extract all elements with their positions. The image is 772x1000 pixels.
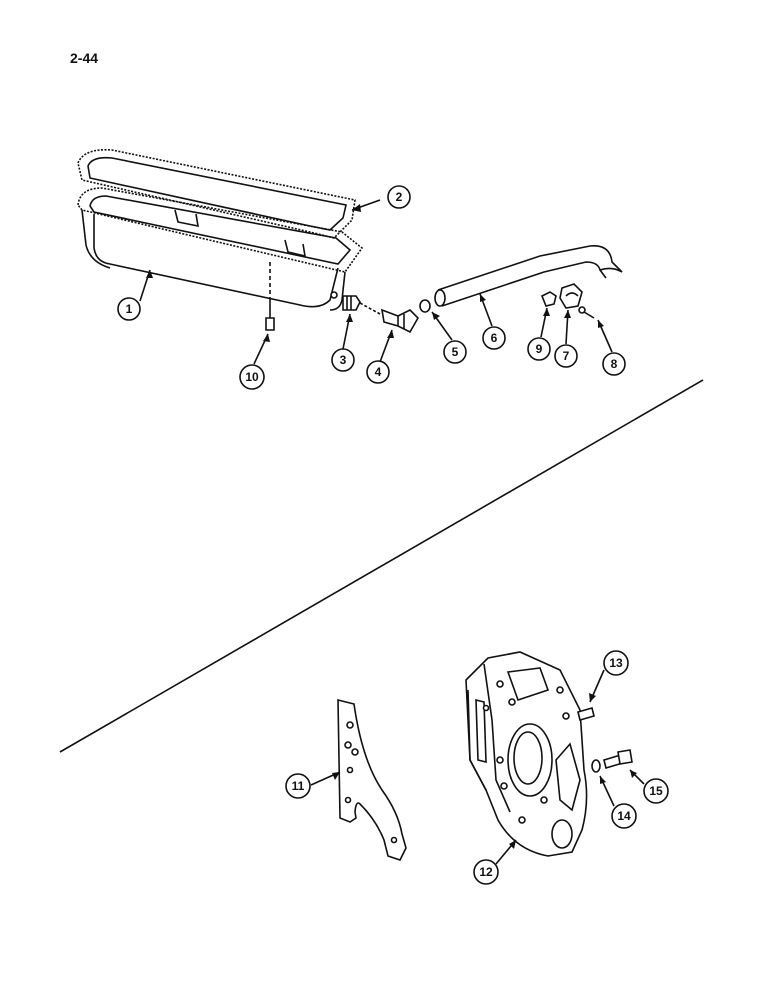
callout-10: 10	[239, 364, 265, 390]
callout-2: 2	[387, 185, 411, 209]
callout-label: 14	[617, 809, 631, 823]
callout-label: 12	[479, 865, 493, 879]
callout-label: 9	[536, 342, 543, 356]
callout-7: 7	[554, 344, 578, 368]
callout-label: 2	[396, 190, 403, 204]
callout-label: 15	[649, 784, 663, 798]
drain-plug-adapter	[342, 295, 361, 311]
dowel-pin	[577, 707, 595, 721]
callout-label: 10	[245, 370, 259, 384]
callout-15: 15	[643, 778, 669, 804]
callout-label: 3	[340, 353, 347, 367]
callout-14: 14	[611, 803, 637, 829]
callout-label: 5	[452, 345, 459, 359]
callout-label: 6	[491, 331, 498, 345]
callout-label: 13	[609, 656, 623, 670]
callout-label: 8	[611, 357, 618, 371]
housing-bolt-and-washer	[591, 749, 633, 773]
callout-1: 1	[117, 297, 141, 321]
leader-lines	[139, 199, 645, 865]
callout-label: 11	[292, 779, 305, 793]
callout-label: 4	[375, 365, 382, 379]
pan-bolt	[265, 300, 275, 331]
page-number: 2-44	[70, 50, 99, 66]
callout-label: 7	[563, 349, 570, 363]
callout-5: 5	[443, 340, 467, 364]
callout-9: 9	[527, 337, 551, 361]
callout-label: 1	[126, 302, 133, 316]
callout-12: 12	[473, 859, 499, 885]
section-divider	[59, 379, 704, 753]
flywheel-housing	[465, 651, 588, 857]
callout-11: 11	[285, 773, 311, 799]
drain-hose	[434, 245, 623, 307]
rear-adapter-plate	[337, 698, 407, 861]
callout-4: 4	[366, 360, 390, 384]
oil-pan-gasket	[77, 148, 356, 239]
callout-3: 3	[331, 348, 355, 372]
drain-valve	[359, 302, 419, 334]
sealing-washer	[419, 299, 431, 313]
callout-8: 8	[602, 352, 626, 376]
callout-13: 13	[603, 650, 629, 676]
hose-clip-parts	[540, 283, 595, 319]
oil-pan	[77, 187, 364, 311]
callout-6: 6	[482, 326, 506, 350]
